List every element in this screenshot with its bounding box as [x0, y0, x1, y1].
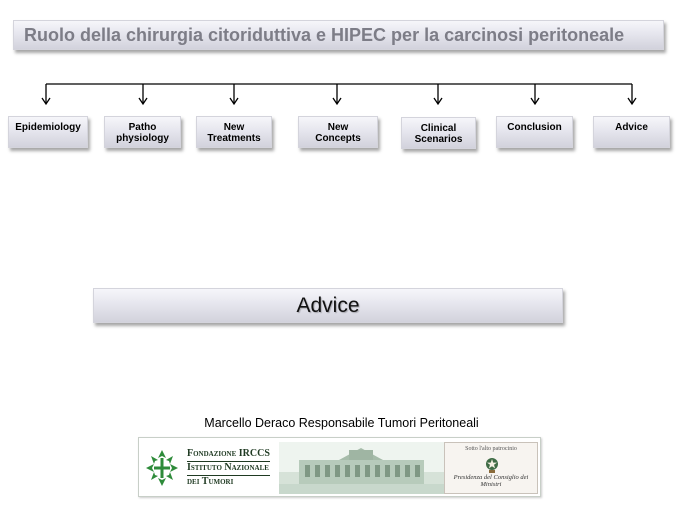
node-label-line2: Treatments	[207, 133, 261, 144]
connector-arrow-epidemiology	[41, 84, 51, 106]
building-illustration-icon	[279, 442, 444, 494]
node-advice[interactable]: Advice	[593, 116, 670, 148]
institution-name: Fondazione IRCCS Istituto Nazionale dei …	[187, 448, 270, 488]
title-text: Ruolo della chirurgia citoriduttiva e HI…	[24, 24, 625, 45]
node-epidemiology[interactable]: Epidemiology	[8, 116, 88, 148]
title-banner: Ruolo della chirurgia citoriduttiva e HI…	[13, 20, 664, 50]
node-label: Epidemiology	[15, 122, 81, 133]
node-label-line1: Patho	[128, 122, 157, 133]
node-label: Conclusion	[507, 122, 562, 133]
patronage-badge: Sotto l'alto patrocinio Presidenza del C…	[444, 442, 538, 494]
author-credit: Marcello Deraco Responsabile Tumori Peri…	[204, 416, 479, 430]
connector-arrow-conclusion	[530, 84, 540, 106]
node-label-line1: New	[327, 122, 349, 133]
institution-name-line1: Fondazione IRCCS	[187, 448, 270, 462]
node-label: Advice	[615, 122, 648, 133]
connector-arrow-new-treatments	[229, 84, 239, 106]
current-section-banner: Advice	[93, 288, 563, 323]
current-section-label: Advice	[296, 293, 360, 317]
state-emblem-icon	[486, 458, 498, 473]
node-label-line2: physiology	[116, 133, 169, 144]
connector-arrow-new-concepts	[332, 84, 342, 106]
connector-tree	[41, 83, 637, 106]
institution-emblem-icon	[144, 446, 180, 490]
connector-arrow-clinical-scenarios	[433, 84, 443, 106]
connector-arrow-pathophysiology	[138, 84, 148, 106]
node-label-line2: Concepts	[315, 133, 361, 144]
institution-name-line3: dei Tumori	[187, 476, 234, 487]
connector-arrow-advice	[627, 84, 637, 106]
node-conclusion[interactable]: Conclusion	[496, 116, 573, 148]
patronage-bottom-text: Presidenza del Consiglio dei Ministri	[453, 474, 529, 488]
institution-logo: Fondazione IRCCS Istituto Nazionale dei …	[138, 437, 541, 497]
patronage-top-text: Sotto l'alto patrocinio	[465, 446, 517, 452]
node-label-line2: Scenarios	[414, 134, 463, 145]
node-label-line1: Clinical	[420, 123, 457, 134]
institution-name-line2: Istituto Nazionale	[187, 462, 270, 476]
node-label-line1: New	[223, 122, 245, 133]
